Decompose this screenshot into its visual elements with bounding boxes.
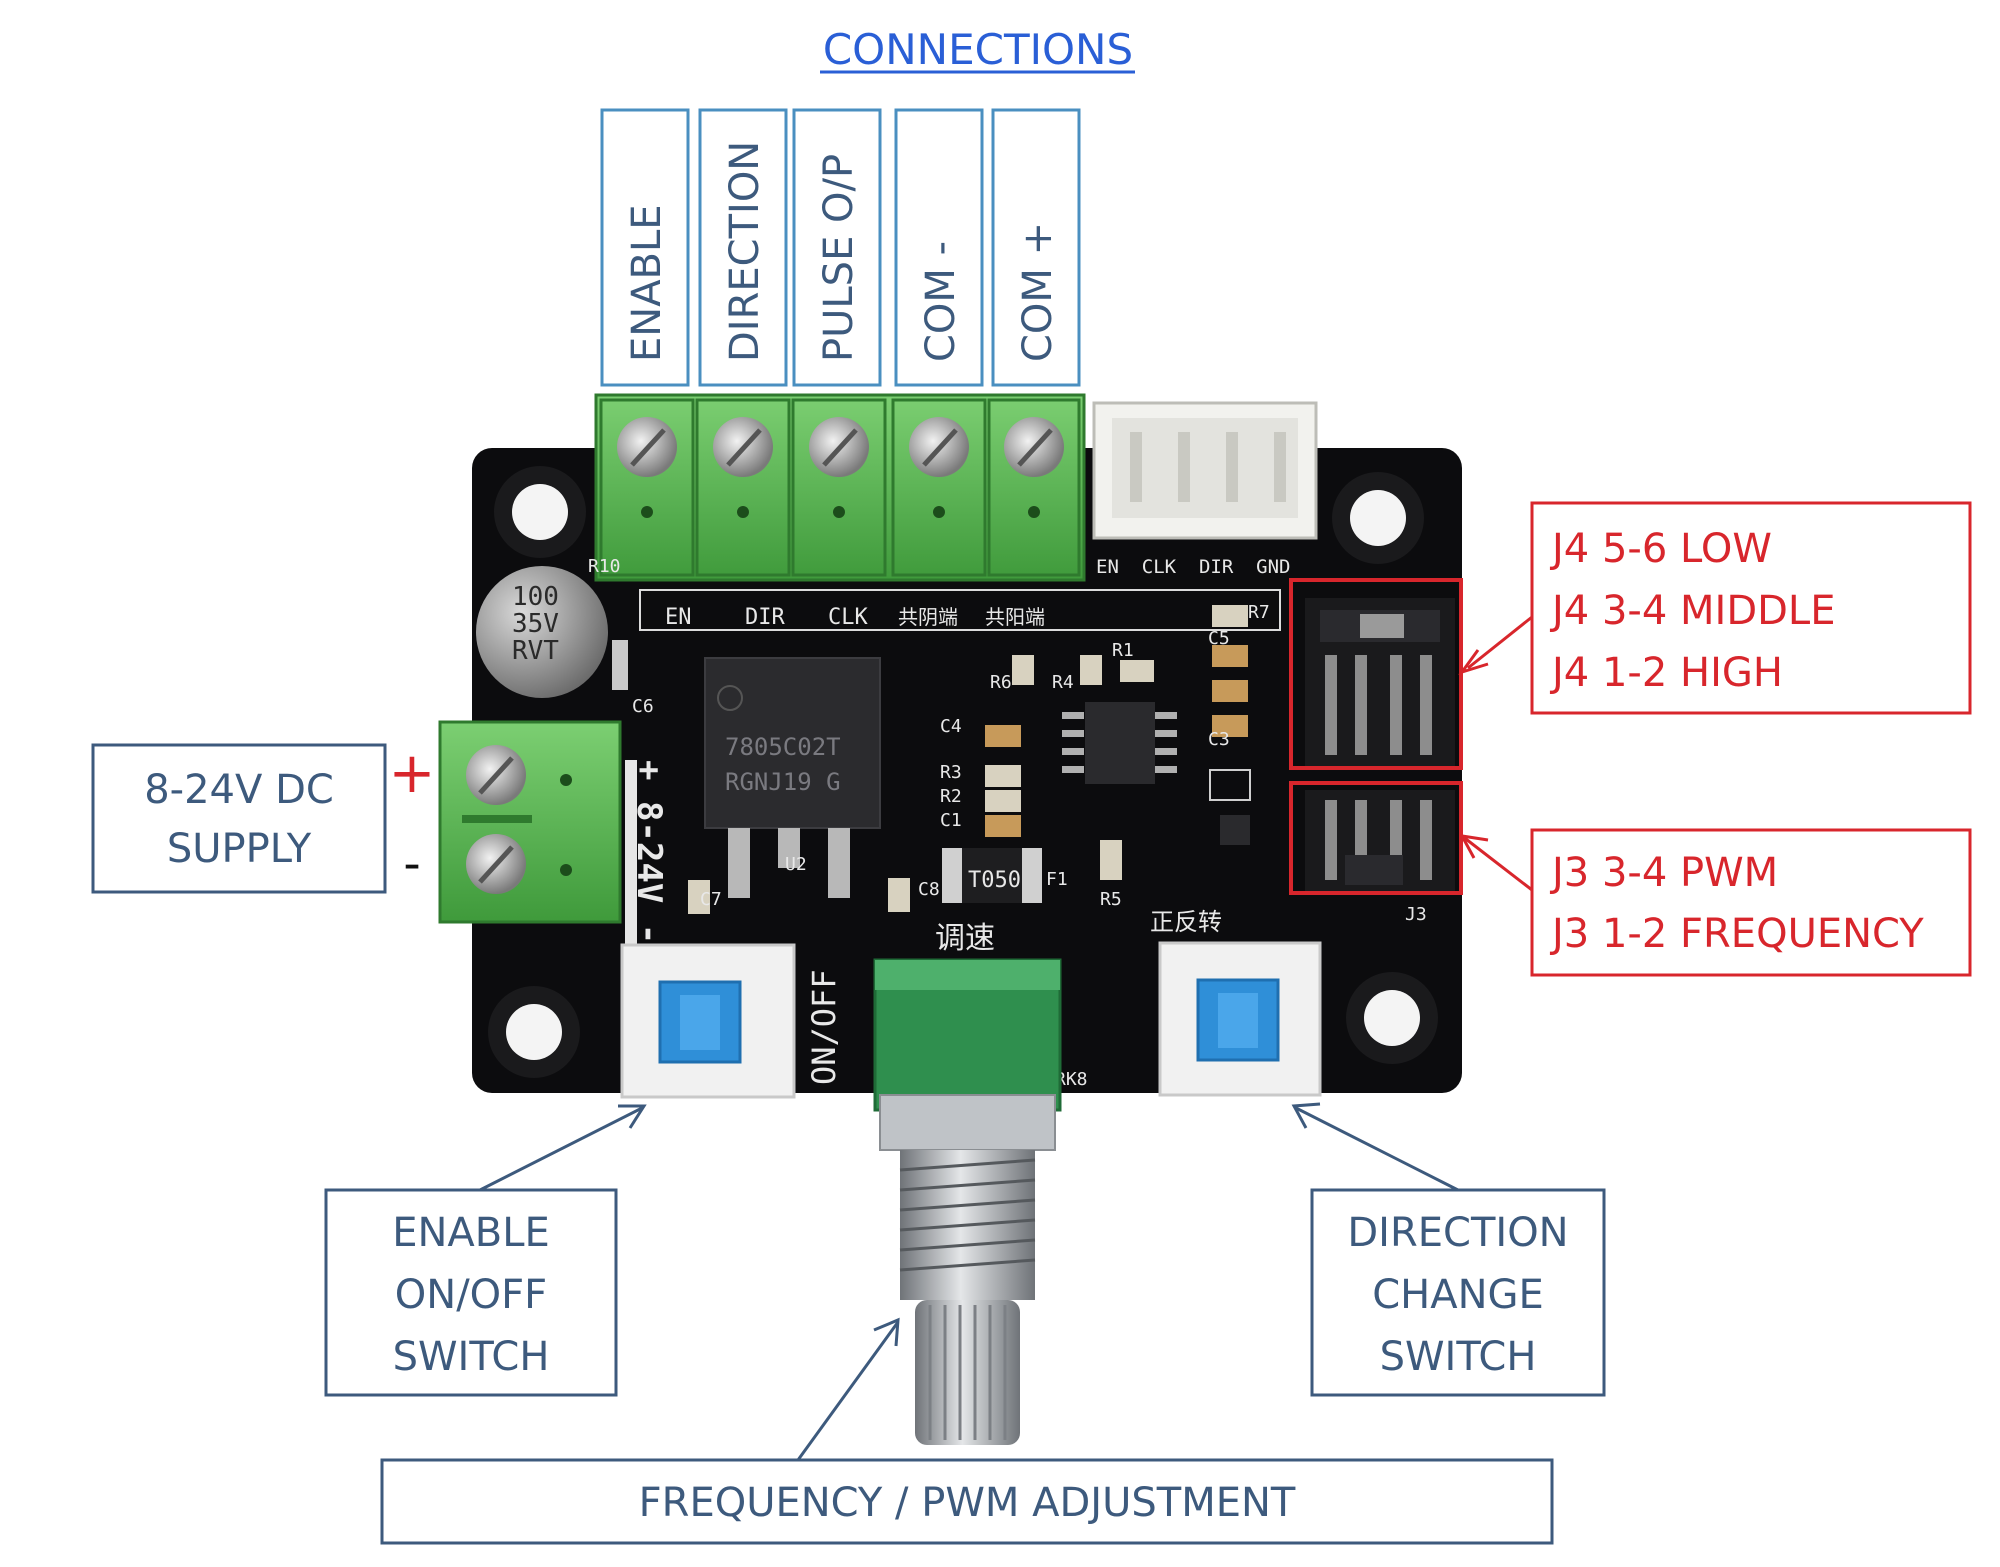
enable-switch-line-1: ENABLE bbox=[392, 1210, 550, 1256]
supply-label-box: 8-24V DC SUPPLY bbox=[91, 743, 387, 894]
label-r5: R5 bbox=[1100, 889, 1122, 910]
enable-switch-line-3: SWITCH bbox=[393, 1334, 550, 1380]
j4-line-2: J4 3-4 MIDDLE bbox=[1549, 588, 1835, 634]
terminal-block-top bbox=[594, 393, 1086, 582]
supply-line-1: 8-24V DC bbox=[144, 767, 334, 813]
label-c7: C7 bbox=[700, 889, 722, 910]
silk-common-anode: 共阳端 bbox=[985, 605, 1045, 629]
screw-com-minus bbox=[891, 398, 987, 577]
j4-highlight bbox=[1289, 578, 1463, 770]
j4-line-1: J4 5-6 LOW bbox=[1549, 526, 1772, 572]
pot-label: FREQUENCY / PWM ADJUSTMENT bbox=[639, 1480, 1296, 1526]
label-c1: C1 bbox=[940, 810, 962, 831]
pot-arrow bbox=[796, 1317, 900, 1461]
j4-label-box: J4 5-6 LOW J4 3-4 MIDDLE J4 1-2 HIGH bbox=[1530, 501, 1972, 715]
pot-label-box: FREQUENCY / PWM ADJUSTMENT bbox=[380, 1458, 1554, 1545]
terminal-label-direction: DIRECTION bbox=[722, 141, 768, 362]
connections-title: CONNECTIONS bbox=[820, 25, 1135, 74]
potentiometer bbox=[873, 958, 1062, 1445]
screw-direction bbox=[695, 398, 791, 577]
jumper-j4 bbox=[1305, 598, 1455, 766]
component-labels: R10 C6 C7 U2 C8 F1 R6 R4 R1 C4 R3 R2 C1 … bbox=[588, 556, 1427, 1090]
cap-text-3: RVT bbox=[512, 636, 559, 666]
mounting-hole-top-right bbox=[1332, 472, 1424, 564]
cap-text-1: 100 bbox=[512, 582, 559, 612]
direction-switch-label-box: DIRECTION CHANGE SWITCH bbox=[1310, 1188, 1606, 1397]
label-r6: R6 bbox=[990, 672, 1012, 693]
label-r2: R2 bbox=[940, 786, 962, 807]
label-j3: J3 bbox=[1405, 904, 1427, 925]
label-f1: F1 bbox=[1046, 869, 1068, 890]
label-r4: R4 bbox=[1052, 672, 1074, 693]
label-c4: C4 bbox=[940, 716, 962, 737]
label-c5: C5 bbox=[1208, 628, 1230, 649]
terminal-label-pulse: PULSE O/P bbox=[816, 154, 862, 362]
jumper-j3 bbox=[1305, 790, 1455, 895]
mounting-hole-bottom-left bbox=[488, 986, 580, 1078]
silk-clk: CLK bbox=[828, 605, 868, 630]
j3-arrow bbox=[1459, 834, 1533, 892]
label-r10: R10 bbox=[588, 556, 621, 577]
terminal-label-enable: ENABLE bbox=[624, 204, 670, 362]
j3-line-1: J3 3-4 PWM bbox=[1549, 850, 1778, 896]
j3-label-box: J3 3-4 PWM J3 1-2 FREQUENCY bbox=[1530, 828, 1972, 977]
terminal-label-com-plus: COM + bbox=[1015, 222, 1061, 362]
screw-pulse bbox=[791, 398, 887, 577]
direction-switch-arrow bbox=[1291, 1102, 1459, 1192]
screw-enable bbox=[599, 398, 695, 577]
cap-text-2: 35V bbox=[512, 609, 559, 639]
label-r7: R7 bbox=[1248, 602, 1270, 623]
enable-switch-line-2: ON/OFF bbox=[395, 1272, 547, 1318]
silk-common-cathode: 共阴端 bbox=[898, 605, 958, 629]
mounting-hole-top-left bbox=[494, 466, 586, 558]
j3-highlight bbox=[1289, 781, 1463, 895]
enable-switch-arrow bbox=[479, 1104, 647, 1192]
label-u2: U2 bbox=[785, 854, 807, 875]
j3-line-2: J3 1-2 FREQUENCY bbox=[1549, 911, 1924, 957]
screw-com-plus bbox=[987, 398, 1081, 577]
power-silk: + 8-24V - bbox=[629, 760, 669, 944]
page-title: CONNECTIONS bbox=[823, 25, 1133, 74]
direction-switch-line-1: DIRECTION bbox=[1347, 1210, 1568, 1256]
label-r1: R1 bbox=[1112, 640, 1134, 661]
j4-arrow bbox=[1458, 615, 1533, 675]
power-terminal bbox=[438, 720, 622, 924]
inductor-text: T050 bbox=[968, 868, 1021, 893]
terminal-label-com-minus: COM - bbox=[918, 241, 964, 362]
regulator-text-1: 7805C02T bbox=[725, 733, 841, 761]
direction-silk: 正反转 bbox=[1150, 908, 1222, 936]
header-silk: EN CLK DIR GND bbox=[1096, 556, 1290, 578]
supply-line-2: SUPPLY bbox=[167, 826, 312, 872]
j4-line-3: J4 1-2 HIGH bbox=[1549, 650, 1783, 696]
enable-push-button bbox=[620, 943, 796, 1099]
terminal-silkscreen: EN DIR CLK 共阴端 共阳端 bbox=[665, 605, 1045, 630]
mounting-hole-bottom-right bbox=[1346, 972, 1438, 1064]
direction-push-button bbox=[1158, 941, 1322, 1097]
label-r3: R3 bbox=[940, 762, 962, 783]
label-c6: C6 bbox=[632, 696, 654, 717]
label-c8: C8 bbox=[918, 879, 940, 900]
label-c3: C3 bbox=[1208, 729, 1230, 750]
silk-en: EN bbox=[665, 605, 692, 630]
onoff-silk: ON/OFF bbox=[805, 969, 843, 1085]
electrolytic-capacitor: 100 35V RVT bbox=[476, 566, 628, 698]
direction-switch-line-2: CHANGE bbox=[1372, 1272, 1544, 1318]
label-rk8: RK8 bbox=[1055, 1069, 1088, 1090]
supply-plus-sign: + bbox=[389, 741, 436, 806]
supply-minus-sign: - bbox=[403, 836, 420, 892]
silk-dir: DIR bbox=[745, 605, 785, 630]
speed-silk: 调速 bbox=[935, 921, 995, 956]
smd-components: T050 bbox=[688, 605, 1251, 914]
voltage-regulator: 7805C02T RGNJ19 G bbox=[704, 657, 881, 898]
signal-header: EN CLK DIR GND bbox=[1092, 401, 1318, 578]
terminal-labels: ENABLE DIRECTION PULSE O/P COM - COM + bbox=[600, 108, 1081, 387]
regulator-text-2: RGNJ19 G bbox=[725, 768, 841, 796]
enable-switch-label-box: ENABLE ON/OFF SWITCH bbox=[324, 1188, 618, 1397]
direction-switch-line-3: SWITCH bbox=[1380, 1334, 1537, 1380]
